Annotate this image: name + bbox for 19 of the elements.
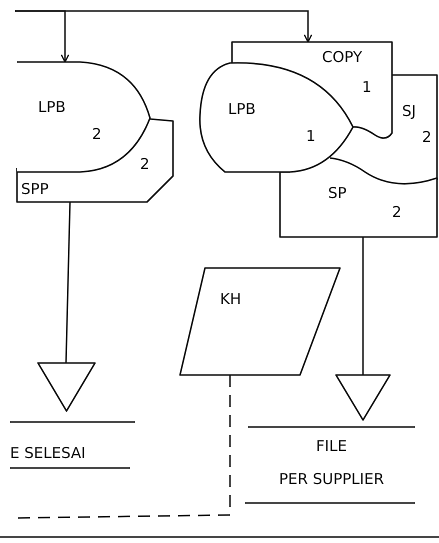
node-label: 1	[306, 127, 316, 145]
node-label: 2	[140, 155, 150, 173]
node-label: 2	[92, 125, 102, 143]
file-label: FILE	[315, 437, 348, 455]
connector-line	[362, 237, 364, 375]
node-label: SJ	[402, 102, 416, 120]
node-label: 2	[422, 128, 432, 146]
file-label: E SELESAI	[10, 444, 87, 462]
file-label: PER SUPPLIER	[278, 470, 385, 488]
node-label: LPB	[38, 98, 66, 116]
node-label: SPP	[21, 180, 49, 198]
node-label: 2	[392, 203, 402, 221]
node-label: COPY	[322, 48, 362, 66]
arrow	[15, 10, 312, 43]
connector-line	[65, 202, 71, 364]
node-label: 1	[362, 78, 372, 96]
node-label: KH	[220, 290, 242, 308]
node-label: SP	[328, 184, 347, 202]
node-label: LPB	[228, 100, 256, 118]
